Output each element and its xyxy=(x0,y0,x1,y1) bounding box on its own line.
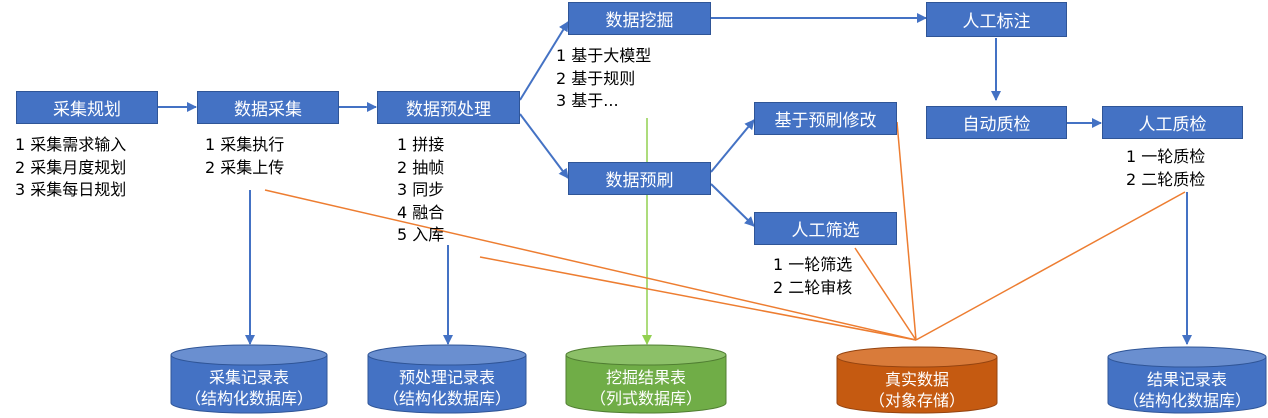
node-manual-label-label: 人工标注 xyxy=(962,12,1031,32)
link-edit-to-raw xyxy=(896,121,917,341)
list-item: 2 二轮质检 xyxy=(1126,169,1206,189)
db-type: （列式数据库） xyxy=(589,389,702,408)
db-type: （结构化数据库） xyxy=(184,389,313,408)
list-preprocess: 1 拼接 2 抽帧 3 同步 4 融合 5 入库 xyxy=(397,134,444,247)
db-raw-data xyxy=(836,346,998,414)
node-prelabel-edit-label: 基于预刷修改 xyxy=(774,111,877,131)
list-item: 3 采集每日规划 xyxy=(15,180,127,199)
list-item: 2 基于规则 xyxy=(556,68,636,88)
arrow-preprocess-to-prelabel xyxy=(519,113,569,179)
node-preprocess-label: 数据预处理 xyxy=(406,100,491,120)
db-title: 采集记录表 xyxy=(208,368,289,387)
db-collect-records xyxy=(170,344,328,414)
db-preprocess-records-label: 预处理记录表 （结构化数据库） xyxy=(368,367,526,409)
db-type: （结构化数据库） xyxy=(382,389,511,408)
node-data-collect-label: 数据采集 xyxy=(234,100,302,120)
node-prelabel-edit: 基于预刷修改 xyxy=(754,102,897,135)
db-mining-results xyxy=(565,344,727,414)
node-prelabel-label: 数据预刷 xyxy=(605,171,674,191)
list-item: 2 采集上传 xyxy=(205,157,285,177)
list-item: 1 拼接 xyxy=(397,135,445,154)
list-item: 1 采集执行 xyxy=(205,135,285,154)
object-storage-links xyxy=(264,121,1186,341)
db-raw-data-label: 真实数据 （对象存储） xyxy=(837,369,997,411)
db-title: 预处理记录表 xyxy=(398,368,495,387)
db-type: （结构化数据库） xyxy=(1122,391,1251,410)
list-item: 2 二轮审核 xyxy=(773,277,853,297)
list-collect-plan: 1 采集需求输入 2 采集月度规划 3 采集每日规划 xyxy=(15,134,126,202)
list-item: 1 采集需求输入 xyxy=(15,135,127,154)
db-result-records-label: 结果记录表 （结构化数据库） xyxy=(1108,369,1266,411)
node-mining: 数据挖掘 xyxy=(568,2,711,35)
node-auto-qc-label: 自动质检 xyxy=(962,115,1031,135)
list-item: 2 采集月度规划 xyxy=(15,157,127,177)
node-manual-label: 人工标注 xyxy=(926,2,1067,37)
node-manual-qc: 人工质检 xyxy=(1102,106,1243,139)
node-data-collect: 数据采集 xyxy=(197,91,339,124)
arrow-prelabel-to-filter xyxy=(710,183,755,227)
db-result-records xyxy=(1107,346,1267,414)
arrow-prelabel-to-edit xyxy=(710,119,755,173)
list-manual-qc: 1 一轮质检 2 二轮质检 xyxy=(1126,146,1205,191)
link-collect-to-raw xyxy=(264,189,917,341)
link-preprocess-to-raw xyxy=(479,256,917,341)
node-manual-qc-label: 人工质检 xyxy=(1138,115,1207,135)
db-collect-records-label: 采集记录表 （结构化数据库） xyxy=(171,367,327,409)
node-collect-plan-label: 采集规划 xyxy=(53,100,121,120)
flow-arrows xyxy=(158,13,1192,345)
list-item: 1 一轮筛选 xyxy=(773,255,853,274)
list-item: 4 融合 xyxy=(397,202,445,222)
list-item: 1 基于大模型 xyxy=(556,46,652,65)
node-collect-plan: 采集规划 xyxy=(16,91,158,124)
list-data-collect: 1 采集执行 2 采集上传 xyxy=(205,134,284,179)
db-title: 结果记录表 xyxy=(1146,370,1227,389)
list-item: 1 一轮质检 xyxy=(1126,147,1206,166)
db-mining-results-label: 挖掘结果表 （列式数据库） xyxy=(566,367,726,409)
arrow-preprocess-to-mining xyxy=(519,21,569,101)
node-auto-qc: 自动质检 xyxy=(926,106,1067,139)
list-item: 3 同步 xyxy=(397,180,445,199)
node-prelabel: 数据预刷 xyxy=(568,162,711,195)
db-preprocess-records xyxy=(367,344,527,414)
list-item: 3 基于... xyxy=(556,91,619,110)
list-manual-filter: 1 一轮筛选 2 二轮审核 xyxy=(773,254,852,299)
list-item: 5 入库 xyxy=(397,225,445,244)
node-mining-label: 数据挖掘 xyxy=(605,11,674,31)
db-title: 挖掘结果表 xyxy=(605,368,686,387)
db-type: （对象存储） xyxy=(868,391,965,410)
node-manual-filter-label: 人工筛选 xyxy=(791,221,860,241)
node-manual-filter: 人工筛选 xyxy=(754,212,897,245)
list-item: 2 抽帧 xyxy=(397,157,445,177)
db-title: 真实数据 xyxy=(884,370,949,389)
link-filter-to-raw xyxy=(854,247,917,341)
list-mining: 1 基于大模型 2 基于规则 3 基于... xyxy=(556,45,651,113)
node-preprocess: 数据预处理 xyxy=(377,91,520,124)
link-qc-to-raw xyxy=(915,191,1186,341)
